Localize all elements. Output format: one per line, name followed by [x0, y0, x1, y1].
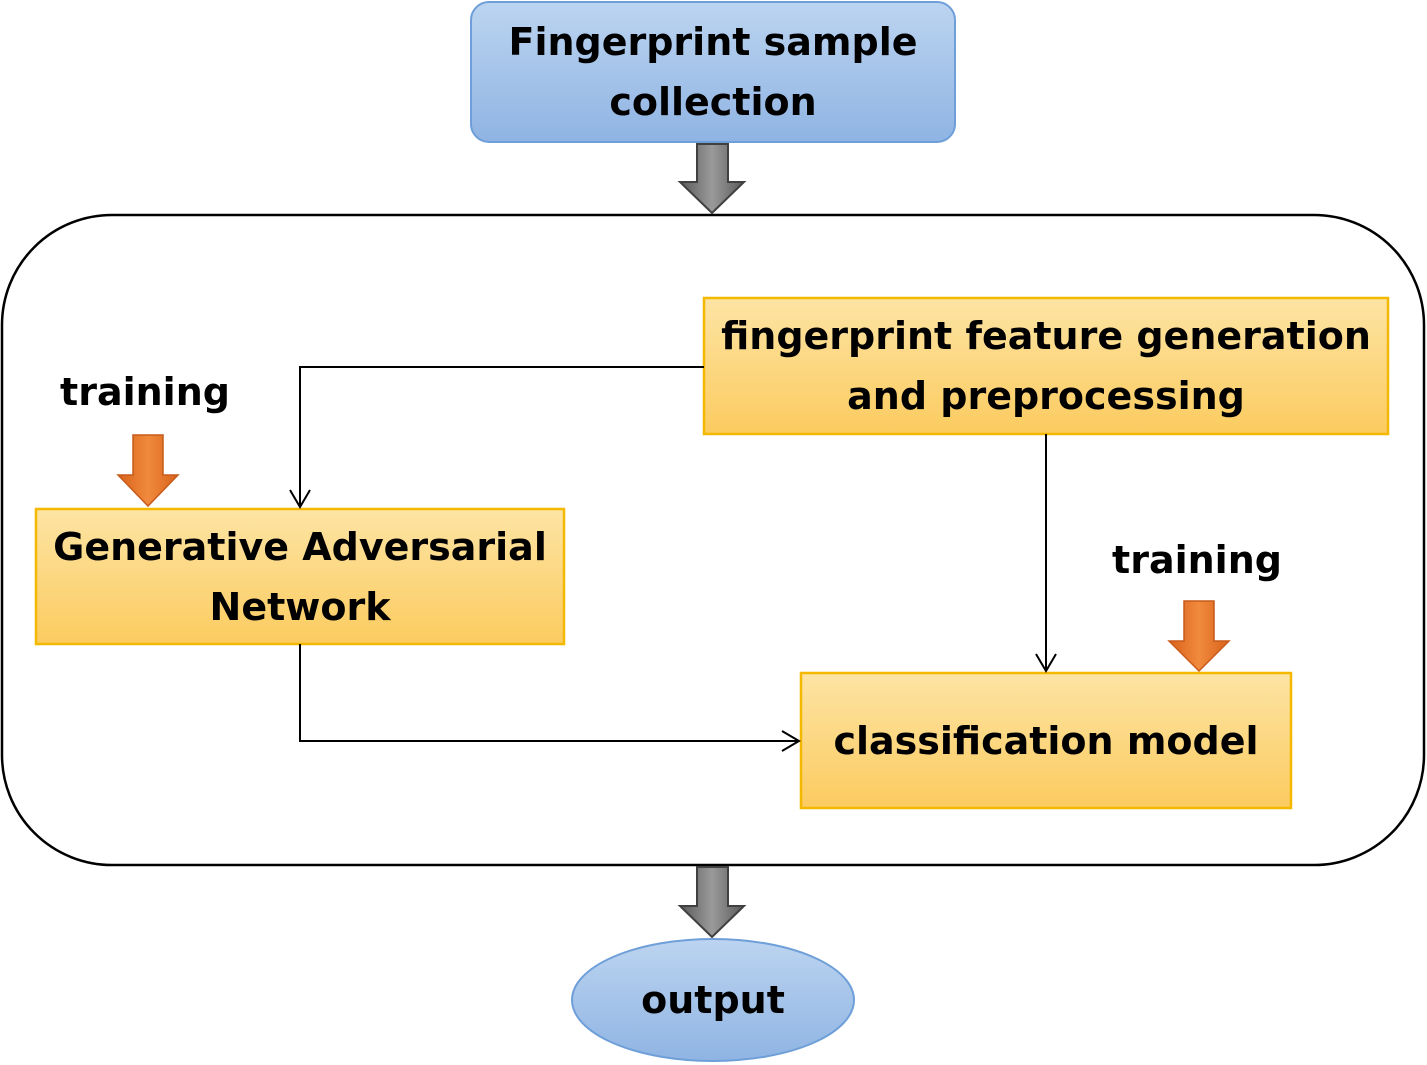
- gan-line2: Network: [209, 585, 391, 629]
- feature-generation-label: fingerprint feature generation and prepr…: [704, 306, 1388, 426]
- gan-label: Generative Adversarial Network: [36, 517, 564, 637]
- sample-collection-label: Fingerprint sample collection: [471, 12, 955, 132]
- output-node: [571, 938, 855, 1062]
- classification-text: classification model: [833, 718, 1259, 763]
- gan-line1: Generative Adversarial: [53, 525, 547, 569]
- flow-arrow-down-icon: [677, 866, 747, 939]
- feature-generation-line2: and preprocessing: [847, 374, 1245, 418]
- training-label-right: training: [1092, 530, 1302, 590]
- flow-arrow-down-icon: [677, 143, 747, 215]
- feature-generation-line1: fingerprint feature generation: [721, 314, 1371, 358]
- classification-label: classification model: [801, 673, 1291, 808]
- training-left-text: training: [60, 370, 230, 414]
- edge-feature-to-gan: [299, 366, 704, 507]
- output-text: output: [641, 978, 785, 1022]
- training-right-text: training: [1112, 538, 1282, 582]
- gan-node: [34, 507, 566, 646]
- sample-collection-node: [470, 1, 956, 143]
- edge-gan-to-classification: [299, 644, 799, 742]
- classification-node: [799, 671, 1293, 810]
- arrowhead-icon: [1035, 653, 1057, 673]
- training-arrow-right-icon: [1167, 600, 1231, 673]
- training-label-left: training: [40, 362, 250, 422]
- sample-collection-line2: collection: [609, 80, 817, 124]
- output-label: output: [572, 970, 854, 1030]
- sample-collection-line1: Fingerprint sample: [508, 20, 918, 64]
- training-arrow-left-icon: [116, 434, 180, 508]
- arrowhead-icon: [289, 489, 311, 509]
- arrowhead-icon: [781, 730, 801, 752]
